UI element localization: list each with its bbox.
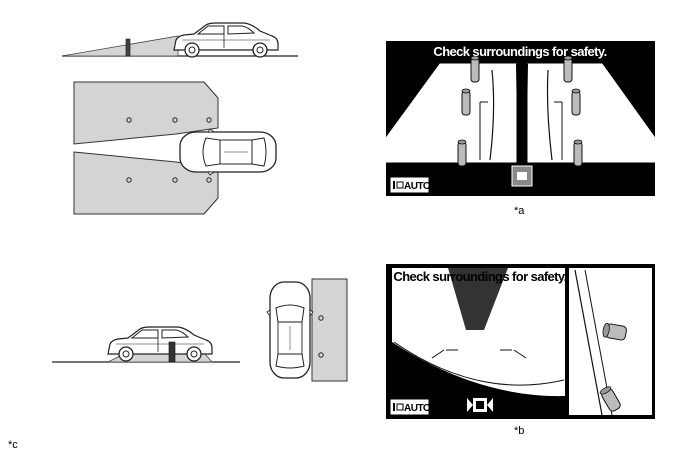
- car-top-view-2: [266, 281, 314, 379]
- monitor-screen-b: Check surroundings for safety. AUTO: [386, 264, 655, 419]
- right-camera-view: [527, 63, 656, 163]
- label-c: *c: [8, 439, 18, 451]
- sensor-zone-side-area: [311, 278, 348, 382]
- screen-b-message: Check surroundings for safety.: [393, 269, 566, 284]
- sensor-zone-lower: [73, 151, 219, 215]
- parking-pole-bottom: [168, 341, 176, 363]
- auto-label-a: AUTO: [404, 181, 431, 192]
- auto-label-b: AUTO: [404, 403, 431, 414]
- top-view-front: [73, 81, 277, 215]
- side-view-bottom: [52, 326, 240, 363]
- car-top-view: [179, 128, 277, 176]
- auto-badge-a: AUTO: [390, 177, 431, 193]
- side-view-top: [61, 22, 298, 58]
- top-view-side: [266, 278, 348, 382]
- parking-pole: [125, 38, 131, 57]
- main-camera-view: [392, 268, 565, 397]
- label-a: *a: [514, 205, 525, 217]
- auto-badge-b: AUTO: [390, 399, 431, 415]
- camera-icon: [511, 165, 533, 187]
- left-camera-view: [385, 63, 517, 163]
- sensor-zone-side: [61, 35, 179, 57]
- screen-a-message: Check surroundings for safety.: [433, 44, 606, 59]
- sensor-markers: [126, 117, 212, 183]
- sensor-zone-upper: [73, 81, 219, 145]
- car-side-view: [173, 22, 279, 58]
- camera-icon-b: [467, 398, 493, 412]
- label-b: *b: [514, 425, 524, 437]
- monitor-screen-a: Check surroundings for safety. AUTO: [385, 41, 656, 196]
